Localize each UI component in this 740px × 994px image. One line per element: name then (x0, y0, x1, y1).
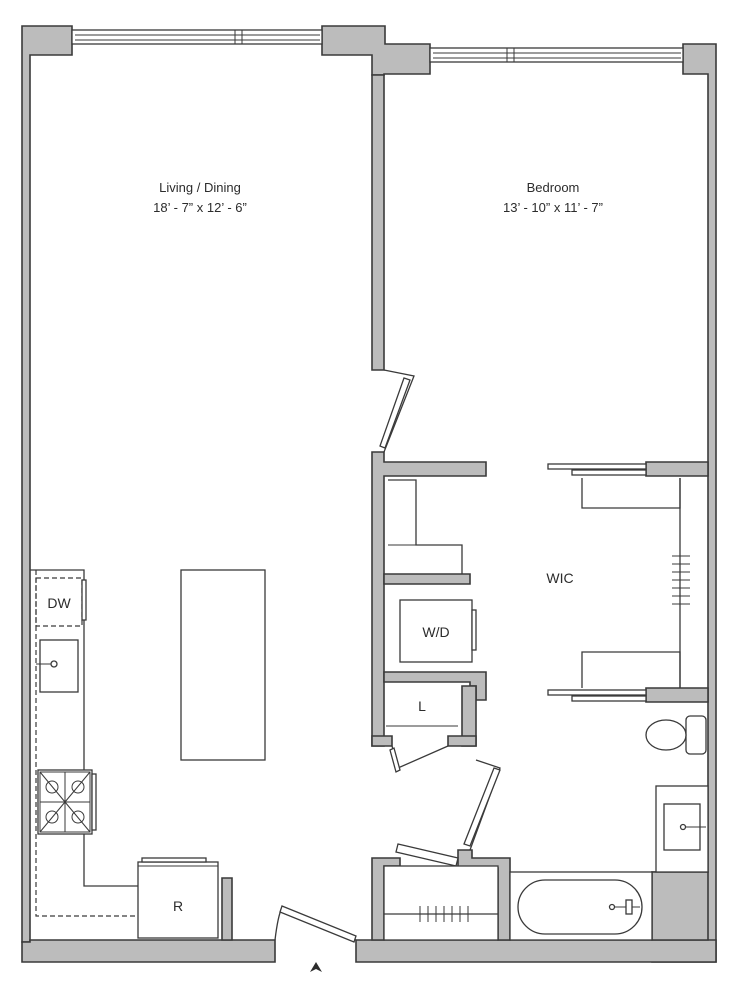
exterior-walls (21, 25, 717, 963)
door-bedroom (383, 369, 415, 453)
wic-name: WIC (546, 570, 573, 586)
toilet-bowl[interactable] (645, 719, 687, 751)
door-linen (391, 745, 449, 769)
burners (39, 771, 91, 833)
wic (547, 463, 690, 702)
bedroom-name: Bedroom (527, 180, 580, 195)
wall-linen-bottom (371, 735, 393, 747)
closets: W/D L (383, 479, 499, 941)
living-room-name: Living / Dining (159, 180, 241, 195)
wall-bath-bottom-right (651, 871, 709, 941)
wall-fridge-side (221, 877, 233, 941)
wic-slider-bottom-1[interactable] (547, 689, 647, 696)
kitchen-island[interactable] (180, 569, 266, 761)
door-bath (469, 759, 501, 851)
kitchen: DW R (30, 569, 266, 939)
windows (71, 29, 684, 63)
upper-cabinet-outline (35, 570, 138, 917)
wall-bottom-left (21, 939, 276, 963)
closet-bottom (383, 865, 499, 941)
bedroom-dims: 13’ - 10” x 11’ - 7” (503, 200, 603, 215)
wall-linen-bottom-r (447, 735, 477, 747)
kitchen-counter (30, 569, 138, 887)
wall-top-mid (321, 25, 431, 76)
wall-bottom-right (355, 939, 717, 963)
wall-wic-bottom (645, 687, 709, 703)
washer-dryer-label: W/D (422, 624, 449, 640)
wall-wic-right (645, 461, 709, 477)
wic-slider-top-1[interactable] (547, 463, 647, 470)
entry-arrow-icon (310, 962, 322, 972)
living-room-dims: 18’ - 7” x 12’ - 6” (153, 200, 247, 215)
window-living (71, 29, 323, 45)
hangers-bottom (419, 906, 469, 922)
toilet-tank[interactable] (685, 715, 707, 755)
wic-slider-bottom-2[interactable] (571, 695, 647, 702)
dishwasher[interactable] (35, 577, 83, 627)
refrigerator-label: R (173, 898, 183, 914)
wall-shelf-1 (383, 573, 471, 585)
bathroom (509, 715, 709, 941)
room-labels: Living / Dining 18’ - 7” x 12’ - 6” Bedr… (153, 180, 603, 586)
wic-slider-top-2[interactable] (571, 469, 647, 476)
dishwasher-label: DW (47, 595, 71, 611)
linen-label: L (418, 698, 426, 714)
wall-divider-upper (371, 74, 385, 371)
kitchen-sink[interactable] (39, 639, 79, 693)
window-bedroom (429, 47, 684, 63)
wic-hangers (672, 555, 690, 605)
interior-walls (221, 74, 709, 941)
doors (274, 369, 501, 943)
